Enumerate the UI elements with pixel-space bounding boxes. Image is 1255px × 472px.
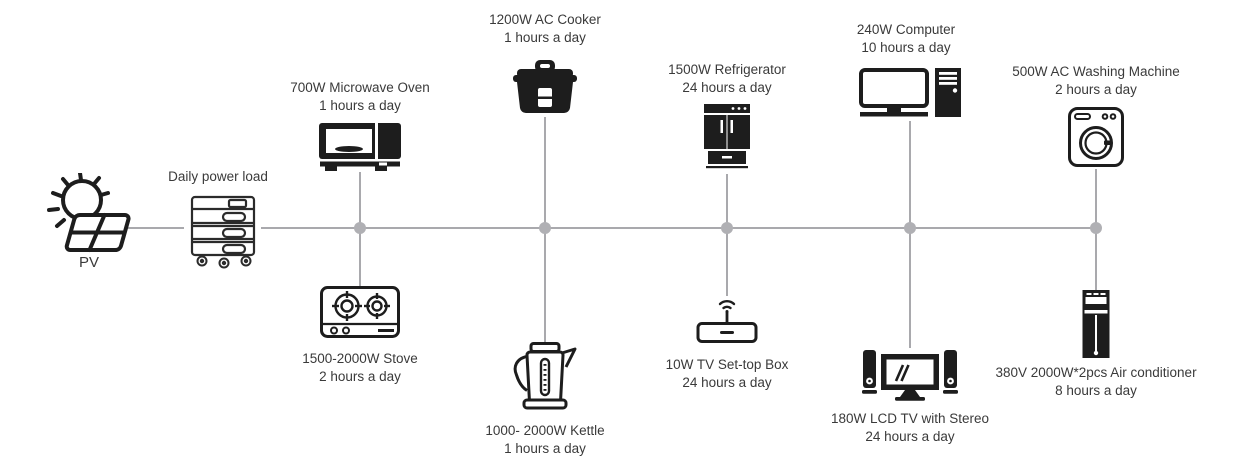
device-label-set-top-box: 10W TV Set-top Box 24 hours a day	[665, 357, 789, 390]
junction-dot	[1090, 222, 1102, 234]
device-label-ac-cooker: 1200W AC Cooker 1 hours a day	[489, 12, 601, 45]
drop-line-refrigerator-settopbox	[726, 174, 728, 296]
device-label-washing-machine: 500W AC Washing Machine 2 hours a day	[1012, 64, 1180, 97]
bus-line-main	[261, 227, 1097, 229]
solar-pv-icon	[47, 173, 131, 252]
junction-dot	[354, 222, 366, 234]
device-label-stove: 1500-2000W Stove 2 hours a day	[302, 351, 418, 384]
junction-dot	[721, 222, 733, 234]
junction-dot	[539, 222, 551, 234]
device-label-air-conditioner: 380V 2000W*2pcs Air conditioner 8 hours …	[995, 365, 1197, 398]
computer-icon	[859, 68, 961, 117]
device-label-lcd-tv: 180W LCD TV with Stereo 24 hours a day	[830, 411, 990, 444]
washing-machine-icon	[1068, 107, 1124, 167]
battery-label: Daily power load	[168, 169, 268, 184]
set-top-box-icon	[696, 299, 758, 343]
refrigerator-icon	[704, 104, 750, 169]
pv-label: PV	[78, 254, 100, 271]
device-label-kettle: 1000- 2000W Kettle 1 hours a day	[485, 423, 605, 456]
tv-with-stereo-icon	[862, 350, 958, 401]
bus-line-pv-to-battery	[128, 227, 184, 229]
device-label-refrigerator: 1500W Refrigerator 24 hours a day	[668, 62, 786, 95]
device-label-microwave: 700W Microwave Oven 1 hours a day	[290, 80, 430, 113]
battery-stack-icon	[190, 195, 256, 269]
microwave-icon	[319, 123, 401, 171]
kettle-icon	[513, 342, 577, 410]
junction-dot	[904, 222, 916, 234]
drop-line-computer-tv	[909, 121, 911, 348]
air-conditioner-icon	[1082, 290, 1110, 358]
rice-cooker-icon	[513, 60, 577, 114]
device-label-computer: 240W Computer 10 hours a day	[856, 22, 956, 55]
stove-icon	[320, 286, 400, 338]
